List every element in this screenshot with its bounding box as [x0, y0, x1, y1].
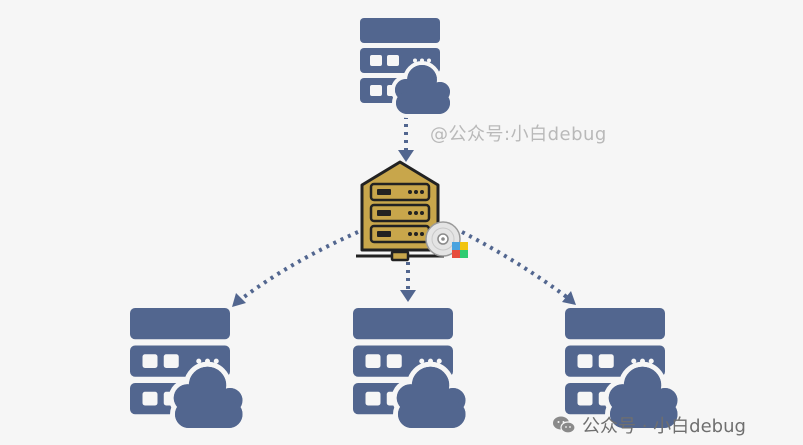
arrowhead-hub-to-right: [562, 291, 576, 305]
arrow-hub-to-right: [461, 230, 570, 300]
arrow-hub-to-left: [238, 230, 359, 302]
watermark-text: 公众号 · 小白debug: [582, 416, 746, 437]
arrowhead-hub-to-middle: [400, 290, 416, 302]
target-server-cloud-icon: [130, 308, 245, 431]
disc-icon: [425, 221, 461, 257]
caption-text: @公众号:小白debug: [430, 124, 607, 145]
source-server-cloud-icon: [358, 16, 454, 118]
arrowhead-source-to-hub: [398, 150, 414, 162]
watermark: 公众号 · 小白debug: [552, 412, 746, 438]
arrowhead-hub-to-left: [232, 293, 246, 307]
target-server-cloud-icon: [353, 308, 468, 431]
wechat-icon: [553, 416, 576, 434]
package-icon: [452, 242, 468, 258]
